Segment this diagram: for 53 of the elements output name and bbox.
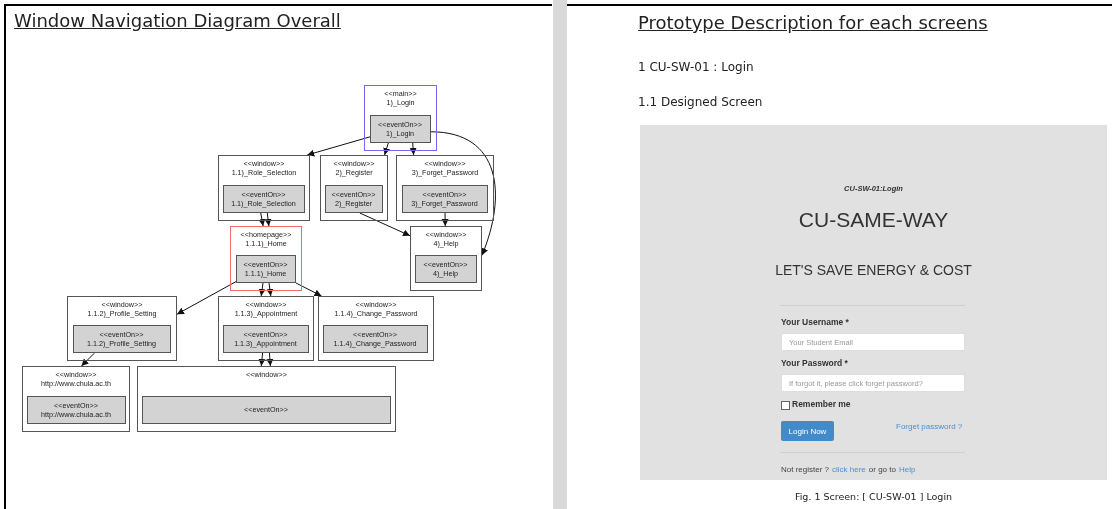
tagline: LET'S SAVE ENERGY & COST	[775, 262, 972, 278]
window-box	[320, 155, 388, 221]
page-title: Window Navigation Diagram Overall	[14, 10, 341, 31]
event-box	[414, 254, 477, 283]
help-link: Help	[898, 465, 916, 474]
window-box	[218, 296, 314, 361]
window-box	[22, 366, 130, 432]
arrow	[176, 281, 237, 315]
event-box	[401, 184, 488, 213]
window-box	[396, 155, 494, 221]
arrow	[258, 212, 266, 227]
arrow	[266, 352, 274, 367]
event-box	[324, 184, 383, 213]
event-box	[72, 324, 171, 353]
section-heading: 1.1 Designed Screen	[638, 95, 763, 109]
arrow	[264, 212, 272, 227]
event-box	[222, 184, 305, 213]
arrow	[258, 282, 266, 297]
window-box	[218, 155, 310, 221]
login-button: Login Now	[781, 421, 834, 441]
event-box	[369, 114, 431, 143]
window-box	[67, 296, 177, 361]
window-box	[364, 85, 437, 151]
event-box	[235, 254, 296, 283]
register-prompt: Not register ?	[781, 465, 830, 474]
arrow	[383, 142, 390, 156]
section-title: Prototype Description for each screens	[638, 12, 988, 33]
event-box	[141, 395, 391, 424]
arrow	[258, 352, 266, 367]
arrow	[409, 142, 417, 156]
forget-password-link: Forget password ?	[896, 422, 963, 431]
register-link: click here	[832, 465, 866, 474]
field-label: Your Password *	[781, 358, 848, 368]
window-box	[410, 226, 482, 291]
arrow	[441, 212, 449, 227]
arrow	[80, 352, 96, 367]
window-box	[230, 226, 302, 291]
arrow	[295, 282, 322, 297]
checkbox-label: Remember me	[792, 399, 851, 409]
event-box	[222, 324, 309, 353]
event-box	[322, 324, 428, 353]
figure-caption: Fig. 1 Screen: [ CU-SW-01 ] Login	[794, 491, 953, 502]
help-prompt: or go to	[868, 465, 896, 474]
window-box	[318, 296, 434, 361]
window-box	[137, 366, 396, 432]
arrow	[266, 282, 274, 297]
app-name: CU-SAME-WAY	[798, 208, 949, 232]
field-label: Your Username *	[781, 317, 849, 327]
arrow	[430, 131, 496, 256]
arrow	[359, 212, 411, 237]
arrow	[306, 136, 371, 157]
event-box	[26, 395, 126, 424]
section-heading: 1 CU-SW-01 : Login	[638, 60, 754, 74]
